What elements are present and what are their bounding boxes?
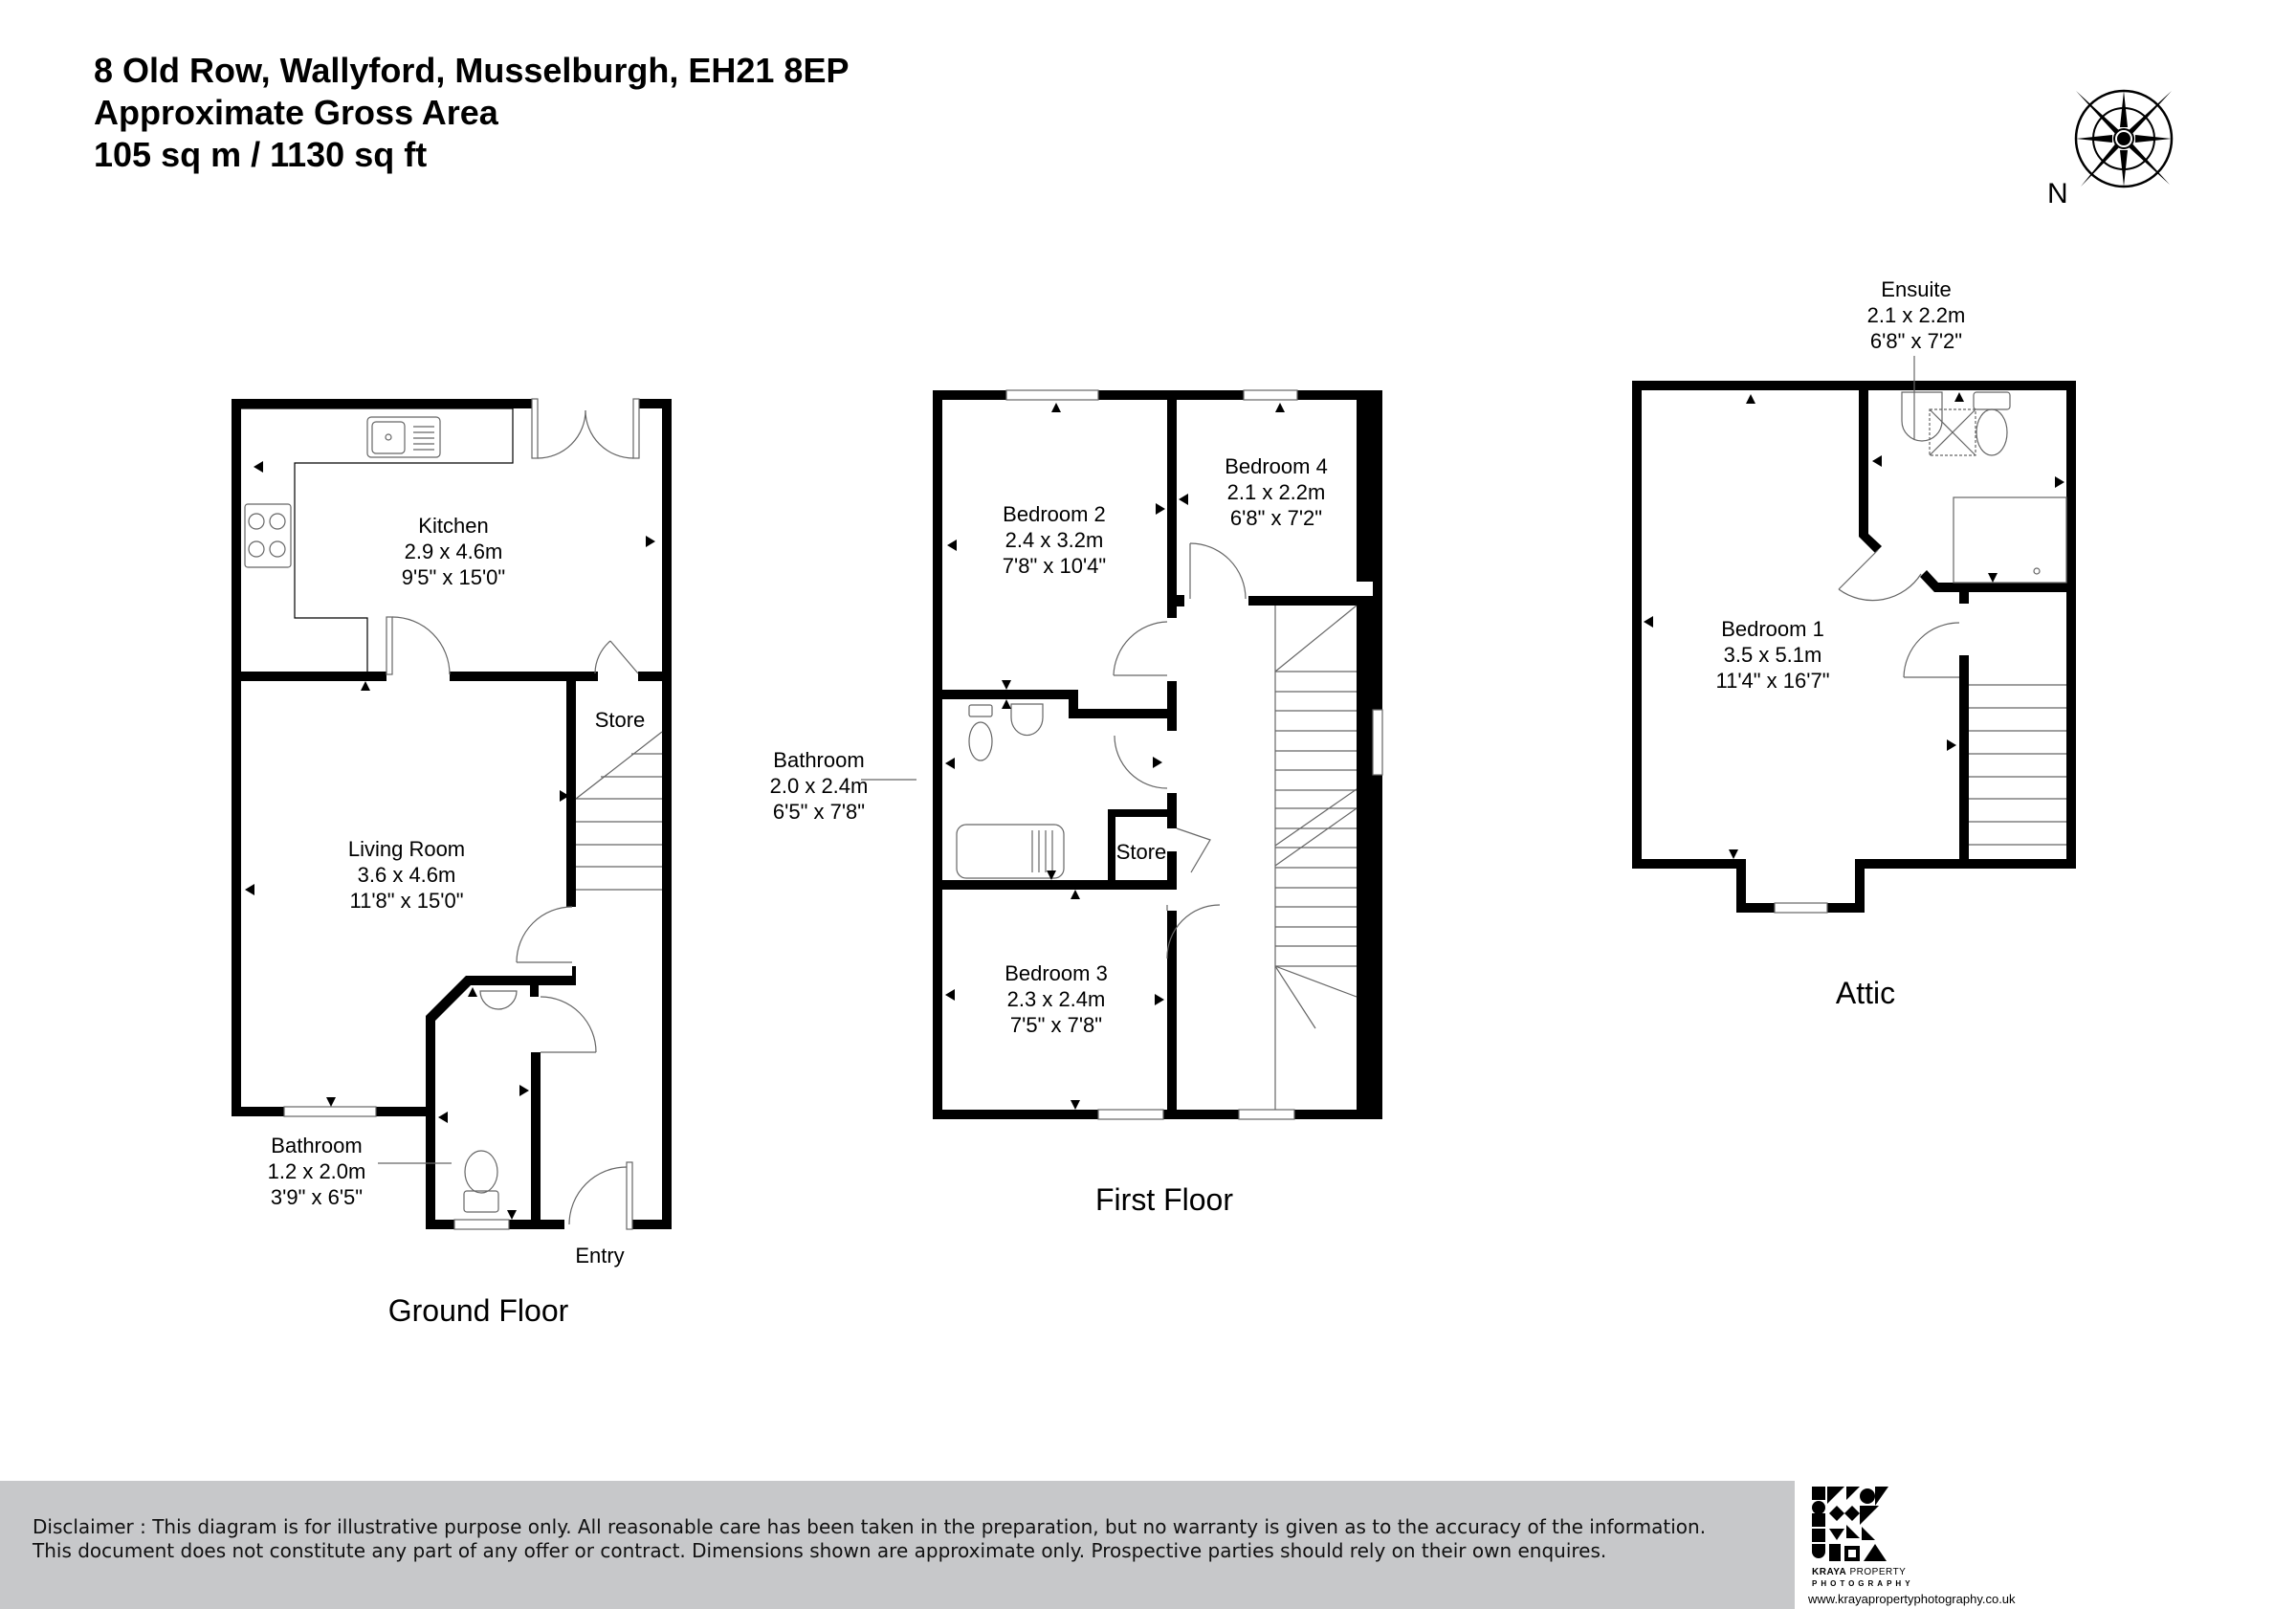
disclaimer-bar: Disclaimer : This diagram is for illustr… xyxy=(0,1481,1795,1609)
room-label-entry: Entry xyxy=(575,1244,625,1267)
room-label-ensuite: Ensuite 2.1 x 2.2m 6'8" x 7'2" xyxy=(1866,277,1966,353)
kraya-logo-icon xyxy=(1812,1487,1888,1563)
room-label-bedroom-4: Bedroom 4 2.1 x 2.2m 6'8" x 7'2" xyxy=(1225,454,1328,530)
compass-rose-icon xyxy=(2074,89,2174,188)
floor-title-attic: Attic xyxy=(1835,976,1896,1010)
room-label-first-bathroom: Bathroom 2.0 x 2.4m 6'5" x 7'8" xyxy=(769,748,869,824)
room-label-first-store: Store xyxy=(1115,840,1167,864)
brand-url-link[interactable]: www.krayapropertyphotography.co.uk xyxy=(1808,1592,2016,1606)
floor-title-first: First Floor xyxy=(1095,1182,1233,1217)
ground-floor-plan xyxy=(232,398,672,1230)
room-label-living-room: Living Room 3.6 x 4.6m 11'8" x 15'0" xyxy=(347,837,466,913)
brand-name: KRAYA PROPERTY xyxy=(1812,1567,1907,1577)
room-label-store: Store xyxy=(594,708,646,732)
brand-block: KRAYA PROPERTY PHOTOGRAPHY www.krayaprop… xyxy=(1795,1481,2296,1609)
first-floor-plan xyxy=(861,389,1383,1120)
brand-subtitle: PHOTOGRAPHY xyxy=(1812,1579,1914,1588)
room-label-ground-bathroom: Bathroom 1.2 x 2.0m 3'9" x 6'5" xyxy=(267,1134,366,1209)
room-label-bedroom-3: Bedroom 3 2.3 x 2.4m 7'5" x 7'8" xyxy=(1004,961,1108,1037)
area-value: 105 sq m / 1130 sq ft xyxy=(94,135,428,174)
room-label-bedroom-2: Bedroom 2 2.4 x 3.2m 7'8" x 10'4" xyxy=(1002,502,1107,578)
disclaimer-text: Disclaimer : This diagram is for illustr… xyxy=(33,1515,1707,1562)
room-label-kitchen: Kitchen 2.9 x 4.6m 9'5" x 15'0" xyxy=(401,514,506,589)
room-label-bedroom-1: Bedroom 1 3.5 x 5.1m 11'4" x 16'7" xyxy=(1715,617,1830,693)
area-title: Approximate Gross Area xyxy=(94,93,498,132)
floor-title-ground: Ground Floor xyxy=(387,1293,569,1328)
floor-plan-drawing: .w{fill:#000} .thin{stroke:#000;stroke-w… xyxy=(232,356,2076,1230)
attic-plan xyxy=(1632,356,2076,914)
north-label: N xyxy=(2047,178,2068,209)
property-address: 8 Old Row, Wallyford, Musselburgh, EH21 … xyxy=(94,51,850,90)
header: 8 Old Row, Wallyford, Musselburgh, EH21 … xyxy=(94,50,849,176)
